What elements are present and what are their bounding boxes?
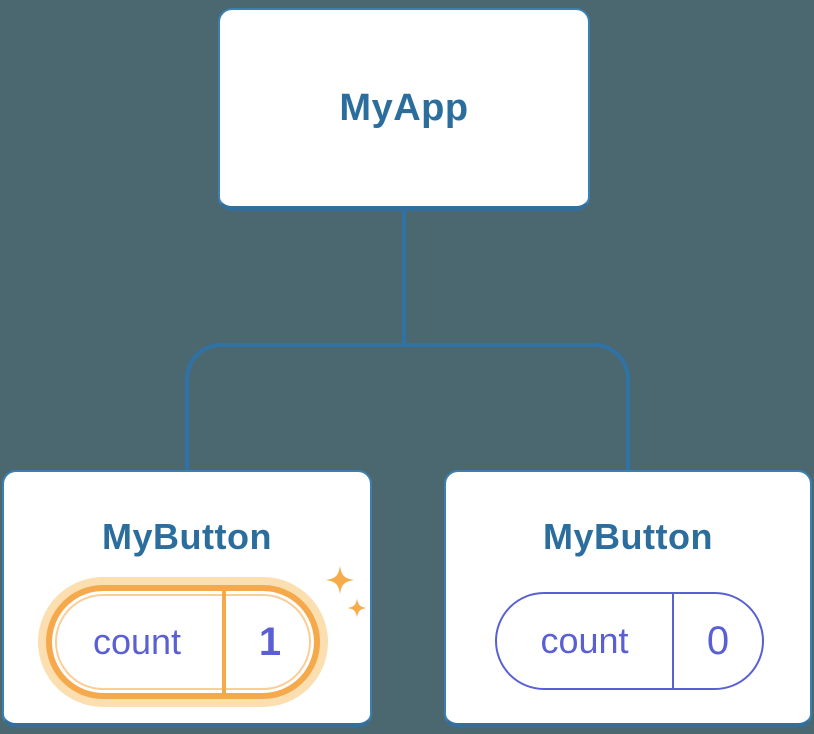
- state-pill-highlighted: count 1: [46, 585, 320, 699]
- pill-divider: [222, 591, 226, 693]
- node-mybutton-unchanged: MyButton count 0: [444, 470, 812, 728]
- state-key-label: count: [540, 620, 629, 661]
- node-mybutton-updated-label: MyButton: [102, 516, 272, 557]
- connector-branch: [185, 343, 630, 470]
- sparkle-icon: [326, 566, 367, 618]
- state-pill-plain: count 0: [495, 592, 764, 690]
- state-key-label: count: [92, 621, 182, 662]
- node-myapp: MyApp: [218, 8, 590, 211]
- node-myapp-label: MyApp: [339, 86, 469, 129]
- state-value: 1: [258, 619, 282, 664]
- state-value: 0: [706, 618, 730, 663]
- connector-stem: [402, 211, 406, 347]
- pill-divider: [672, 594, 674, 688]
- node-mybutton-updated: MyButton count 1: [2, 470, 372, 728]
- node-mybutton-unchanged-label: MyButton: [543, 516, 713, 557]
